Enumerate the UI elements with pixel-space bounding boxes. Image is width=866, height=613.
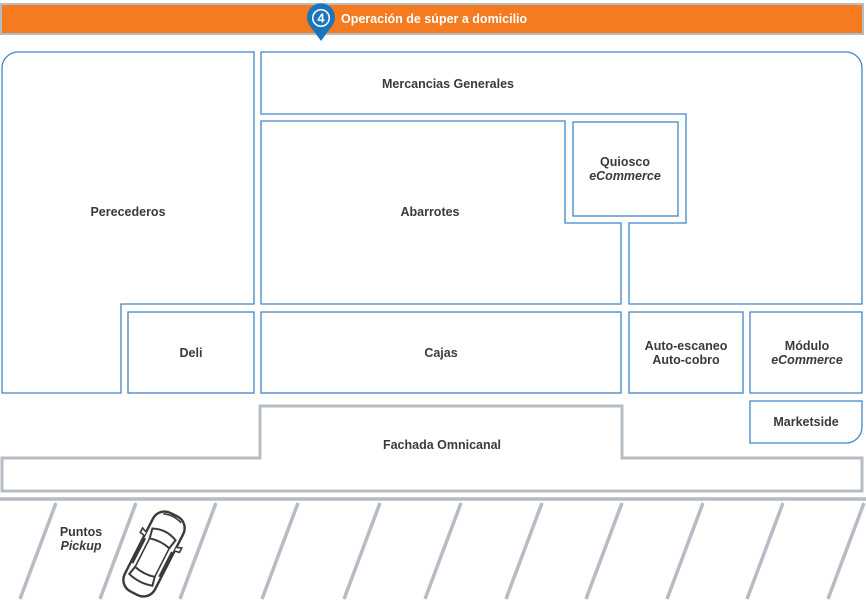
label-puntos: Puntos bbox=[60, 525, 102, 539]
parking-stripe bbox=[342, 502, 382, 600]
car-icon bbox=[122, 510, 186, 598]
zone-auto-escaneo bbox=[628, 311, 744, 394]
zone-modulo-ecommerce bbox=[749, 311, 863, 394]
header-bar-fill bbox=[2, 5, 862, 33]
location-pin-icon: 4 bbox=[307, 3, 336, 41]
header-title: Operación de súper a domicilio bbox=[341, 12, 528, 26]
parking-stripe bbox=[584, 502, 624, 600]
zone-quiosco-ecommerce bbox=[572, 121, 679, 217]
label-marketside: Marketside bbox=[773, 415, 838, 429]
parking-stripe bbox=[423, 502, 463, 600]
zone-fachada-omnicanal bbox=[0, 404, 864, 493]
label-pickup: Pickup bbox=[61, 539, 102, 553]
parking-stripe bbox=[18, 502, 58, 600]
zone-abarrotes bbox=[260, 120, 622, 305]
header-bar: 4 Operación de súper a domicilio bbox=[0, 3, 864, 41]
parking-stripe bbox=[260, 502, 300, 600]
label-quiosco: Quiosco bbox=[600, 155, 650, 169]
step-number: 4 bbox=[317, 11, 325, 26]
zone-perecederos bbox=[1, 51, 255, 394]
parking-stripe bbox=[665, 502, 705, 600]
label-abarrotes: Abarrotes bbox=[400, 205, 459, 219]
parking-stripe bbox=[178, 502, 218, 600]
parking-area: Puntos Pickup bbox=[0, 497, 866, 600]
parking-stripe bbox=[745, 502, 785, 600]
parking-stripe bbox=[98, 502, 138, 600]
zone-deli bbox=[127, 311, 255, 394]
zone-cajas bbox=[260, 311, 622, 394]
label-fachada-omnicanal: Fachada Omnicanal bbox=[383, 438, 501, 452]
label-auto-escaneo: Auto-escaneo bbox=[645, 339, 728, 353]
label-mercancias-generales: Mercancias Generales bbox=[382, 77, 514, 91]
label-auto-cobro: Auto-cobro bbox=[652, 353, 720, 367]
zone-marketside bbox=[749, 400, 863, 444]
label-modulo: Módulo bbox=[785, 339, 830, 353]
label-cajas: Cajas bbox=[424, 346, 457, 360]
label-quiosco-ecommerce: eCommerce bbox=[589, 169, 661, 183]
zone-mercancias-generales bbox=[260, 51, 863, 305]
label-modulo-ecommerce: eCommerce bbox=[771, 353, 843, 367]
label-deli: Deli bbox=[180, 346, 203, 360]
parking-stripe bbox=[504, 502, 544, 600]
label-perecederos: Perecederos bbox=[90, 205, 165, 219]
parking-stripe bbox=[826, 502, 866, 600]
